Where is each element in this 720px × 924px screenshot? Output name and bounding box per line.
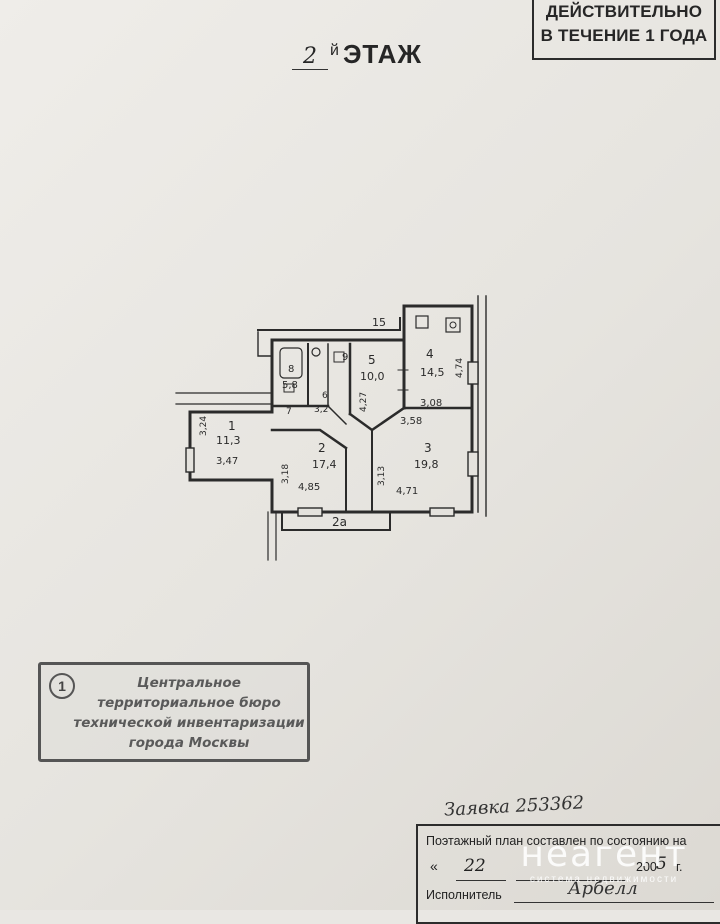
footer-state-line: Поэтажный план составлен по состоянию на: [426, 834, 687, 848]
room-area-3: 19,8: [414, 458, 439, 471]
footer-signature: Арбелл: [568, 878, 638, 899]
room-number-6: 6: [322, 391, 328, 401]
bti-stamp-number: 1: [49, 673, 75, 699]
footer-executor-label: Исполнитель: [426, 888, 502, 902]
room-number-7: 7: [286, 407, 292, 417]
room-number-2a: 2а: [332, 515, 347, 529]
floor-word: ЭТАЖ: [342, 39, 422, 69]
footer-quote: «: [430, 858, 438, 874]
footer-year-printed: 200: [636, 860, 657, 874]
dimension-3-13: 3,13: [377, 466, 387, 486]
dimension-3-24: 3,24: [199, 416, 209, 436]
room-area-1: 11,3: [216, 434, 241, 447]
room-area-6: 3,2: [314, 405, 328, 415]
bti-stamp-line-3: технической инвентаризации: [73, 715, 305, 731]
room-area-8: 5,8: [282, 380, 298, 391]
footer-executor-underline: [514, 902, 714, 903]
footer-year-handwritten: 5: [656, 854, 667, 874]
bti-stamp-line-1: Центральное: [137, 675, 241, 691]
room-number-5: 5: [368, 353, 376, 367]
bti-stamp-line-4: города Москвы: [128, 735, 250, 751]
room-number-4: 4: [426, 347, 434, 361]
dimension-4-74: 4,74: [455, 358, 465, 378]
footer-box: Поэтажный план составлен по состоянию на…: [416, 824, 720, 924]
validity-stamp: ДЕЙСТВИТЕЛЬНО В ТЕЧЕНИЕ 1 ГОДА: [532, 0, 716, 60]
validity-line-1: ДЕЙСТВИТЕЛЬНО: [545, 2, 703, 21]
room-number-2: 2: [318, 441, 326, 455]
dimension-4-71: 4,71: [396, 486, 418, 497]
footer-day: 22: [464, 856, 486, 876]
room-number-8: 8: [288, 364, 294, 375]
room-number-9: 9: [342, 352, 348, 363]
footer-year-suffix: г.: [676, 860, 683, 874]
dimension-3-08: 3,08: [420, 398, 442, 409]
dimension-4-27: 4,27: [359, 392, 369, 412]
bti-stamp-line-2: территориальное бюро: [97, 695, 281, 711]
footer-date-line: « 22 200 5 г.: [426, 854, 716, 882]
bti-stamp: 1 Центральное территориальное бюро техни…: [38, 662, 310, 762]
bti-stamp-text: Центральное территориальное бюро техниче…: [71, 673, 307, 753]
dimension-3-58: 3,58: [400, 416, 422, 427]
floor-title: 2 й ЭТАЖ: [292, 30, 422, 70]
room-area-4: 14,5: [420, 366, 445, 379]
footer-day-underline: [456, 880, 506, 881]
room-area-5: 10,0: [360, 370, 385, 383]
validity-line-2: В ТЕЧЕНИЕ 1 ГОДА: [540, 26, 708, 45]
floor-suffix: й: [330, 42, 339, 59]
dimension-3-47: 3,47: [216, 456, 238, 467]
floor-number: 2: [292, 44, 328, 70]
footer-month-underline: [516, 880, 626, 881]
dimension-3-18: 3,18: [281, 464, 291, 484]
room-number-3: 3: [424, 441, 432, 455]
building-axis-label: 15: [372, 316, 386, 329]
room-area-2: 17,4: [312, 458, 337, 471]
dimension-4-85: 4,85: [298, 482, 320, 493]
room-number-1: 1: [228, 419, 236, 433]
